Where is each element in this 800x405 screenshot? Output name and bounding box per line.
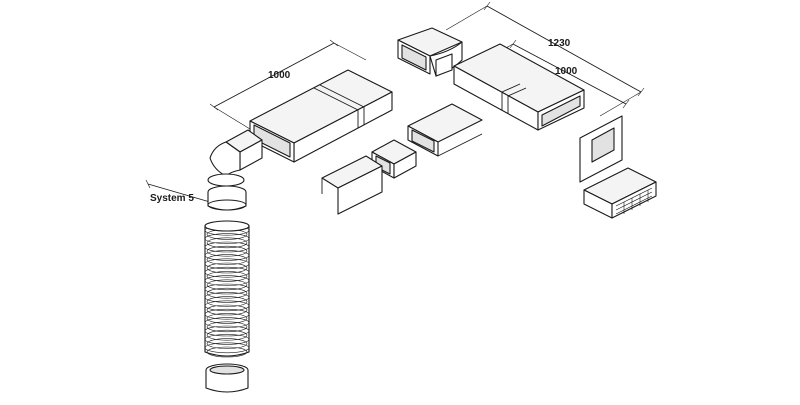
round-connector-bottom [205, 363, 249, 393]
hose-corrugation [206, 287, 248, 299]
round-connector-top [207, 185, 247, 211]
elbow-bend-top [397, 27, 463, 77]
hose-corrugation [206, 245, 248, 257]
rectangular-duct-right [453, 43, 585, 131]
hose-corrugation [204, 266, 250, 278]
hose-corrugation [206, 262, 248, 274]
hose-corrugation [204, 300, 250, 312]
hose-corrugation [206, 296, 248, 307]
hose-corrugation [206, 304, 248, 316]
dimension-line-top [445, 1, 645, 117]
dimension-label-right: 1000 [555, 66, 578, 77]
hose-corrugation [204, 334, 250, 345]
hose-corrugation [206, 313, 248, 324]
hose-corrugation [204, 275, 250, 286]
rectangular-duct-middle [407, 103, 483, 157]
hose-corrugation [206, 254, 248, 265]
wall-grille [583, 167, 657, 219]
hose-corrugation [204, 317, 250, 328]
hose-corrugation [204, 308, 250, 320]
hose-corrugation [206, 279, 248, 291]
rectangular-duct-left [249, 69, 393, 163]
hose-corrugation [204, 325, 250, 337]
hose-corrugation [204, 258, 250, 270]
rectangular-duct-lower [321, 155, 383, 215]
system-label: System 5 [150, 193, 194, 204]
duct-connector [371, 139, 417, 179]
dimension-label-top: 1230 [548, 38, 571, 49]
wall-plate [579, 115, 623, 183]
flexible-hose [204, 220, 250, 358]
hose-corrugation [206, 237, 248, 249]
dimension-label-left: 1000 [268, 70, 291, 81]
hose-corrugation [206, 329, 248, 341]
hose-corrugation [204, 292, 250, 303]
elbow-rect-to-round [207, 129, 263, 187]
hose-corrugation [206, 321, 248, 333]
hose-corrugation [204, 233, 250, 244]
hose-corrugation [206, 271, 248, 282]
dimension-line-left [209, 39, 367, 130]
hose-corrugation [204, 342, 250, 354]
hose-corrugation [206, 346, 248, 358]
hose-corrugation [204, 250, 250, 261]
hose-corrugation [204, 241, 250, 253]
hose-corrugation [204, 283, 250, 295]
hose-corrugation [206, 338, 248, 349]
